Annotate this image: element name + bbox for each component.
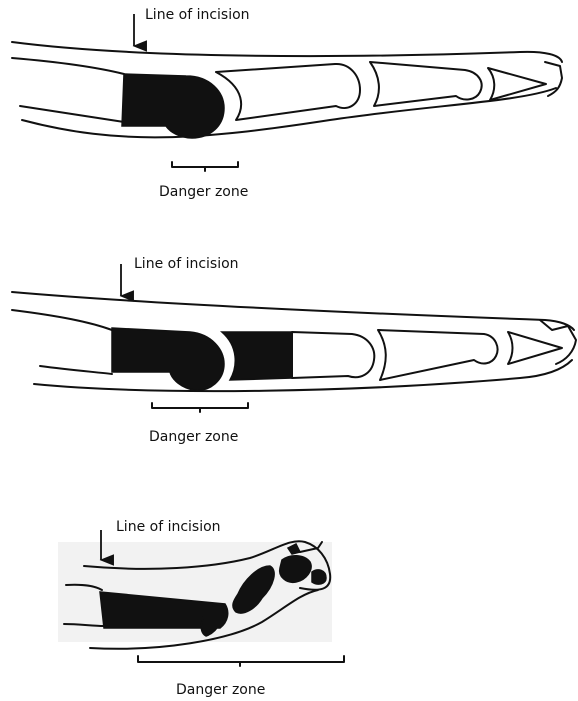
proximal-phalanx-1 — [216, 64, 360, 120]
destroyed-bone-3d — [312, 570, 326, 584]
finger-outline-top-1 — [12, 42, 562, 62]
panel-2: Line of incision Danger zone — [12, 256, 576, 445]
finger-inner-top-1 — [12, 58, 124, 74]
metacarpal-head-black-1 — [122, 74, 224, 138]
danger-label-1: Danger zone — [159, 184, 248, 200]
finger-inner-top-2 — [12, 310, 112, 330]
incision-label-3: Line of incision — [116, 519, 221, 535]
danger-label-3: Danger zone — [176, 682, 265, 698]
proximal-phalanx-black-2 — [222, 332, 292, 380]
incision-label-1: Line of incision — [145, 7, 250, 23]
middle-phalanx-2 — [378, 330, 498, 380]
finger-inner-bottom-2 — [40, 366, 112, 374]
danger-bracket-1 — [172, 162, 238, 171]
panel-3: Line of incision Danger zone — [58, 519, 344, 698]
danger-label-2: Danger zone — [149, 429, 238, 445]
distal-phalanx-2 — [508, 332, 562, 364]
danger-bracket-2 — [152, 403, 248, 412]
danger-bracket-3 — [138, 656, 344, 666]
middle-phalanx-1 — [370, 62, 482, 106]
metacarpal-head-black-2 — [112, 328, 224, 390]
distal-phalanx-1 — [488, 68, 546, 100]
finger-inner-bottom-1 — [20, 106, 124, 122]
incision-label-2: Line of incision — [134, 256, 239, 272]
proximal-phalanx-2 — [292, 332, 374, 378]
panel-1: Line of incision Danger zone — [12, 7, 562, 200]
